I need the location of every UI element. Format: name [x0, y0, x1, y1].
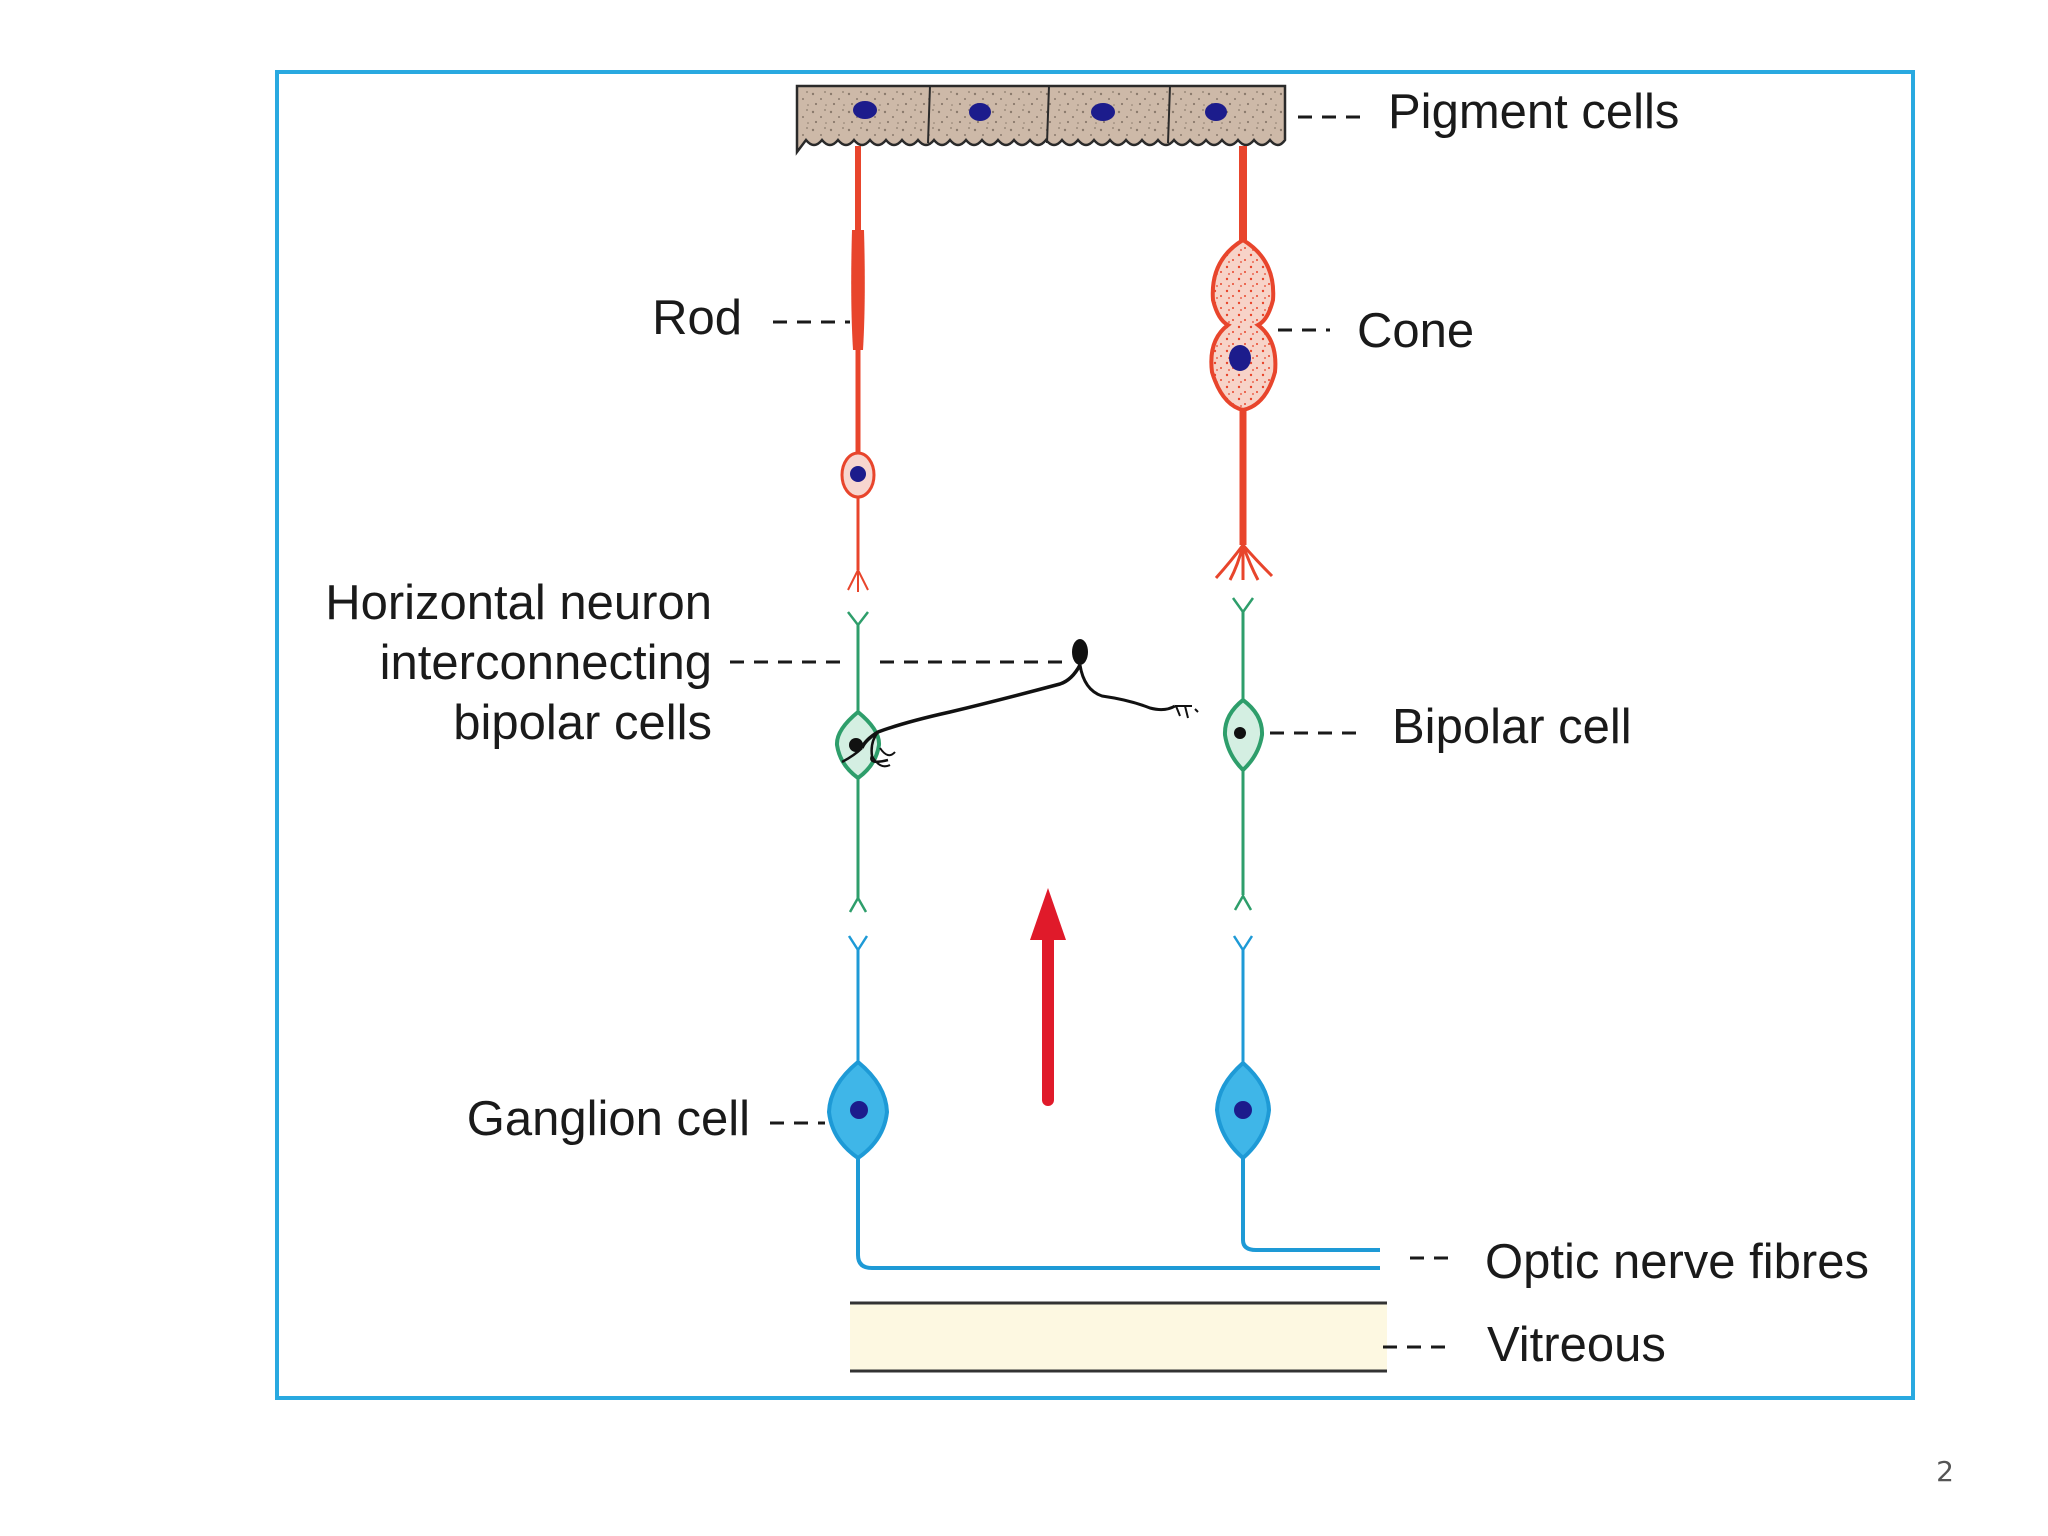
ganglion-cell-right — [1214, 935, 1380, 1252]
pigment-nucleus — [1205, 103, 1227, 121]
ganglion-nucleus — [850, 1101, 868, 1119]
label-optic-nerve-fibres: Optic nerve fibres — [1485, 1235, 1869, 1289]
label-bipolar-cell: Bipolar cell — [1392, 700, 1632, 754]
light-direction-arrow-icon — [1030, 888, 1066, 1106]
ganglion-nucleus — [1234, 1101, 1252, 1119]
bipolar-cell-right — [1222, 597, 1265, 911]
bipolar-cell-left — [834, 611, 882, 913]
page-number: 2 — [1936, 1455, 1954, 1488]
figure-frame — [275, 70, 1915, 1400]
label-ganglion-cell: Ganglion cell — [467, 1092, 750, 1146]
rod-cell — [840, 146, 876, 592]
leader-lines — [730, 115, 1458, 1349]
pigment-nucleus — [1091, 103, 1115, 121]
label-pigment-cells: Pigment cells — [1388, 85, 1679, 139]
label-rod: Rod — [652, 291, 742, 345]
label-horizontal-neuron-line3: bipolar cells — [453, 696, 712, 750]
rod-nucleus — [850, 466, 866, 482]
label-horizontal-neuron-line1: Horizontal neuron — [325, 576, 712, 630]
label-horizontal-neuron-line2: interconnecting — [380, 636, 712, 690]
label-cone: Cone — [1357, 304, 1474, 358]
cone-nucleus — [1229, 345, 1251, 371]
horizontal-neuron — [841, 639, 1199, 768]
cone-cell — [1209, 146, 1278, 581]
pigment-layer — [795, 84, 1287, 156]
pigment-nucleus — [969, 103, 991, 121]
vitreous-layer — [850, 1301, 1387, 1373]
label-vitreous: Vitreous — [1487, 1318, 1666, 1372]
pigment-nucleus — [853, 101, 877, 119]
ganglion-cell-left — [826, 935, 1380, 1270]
